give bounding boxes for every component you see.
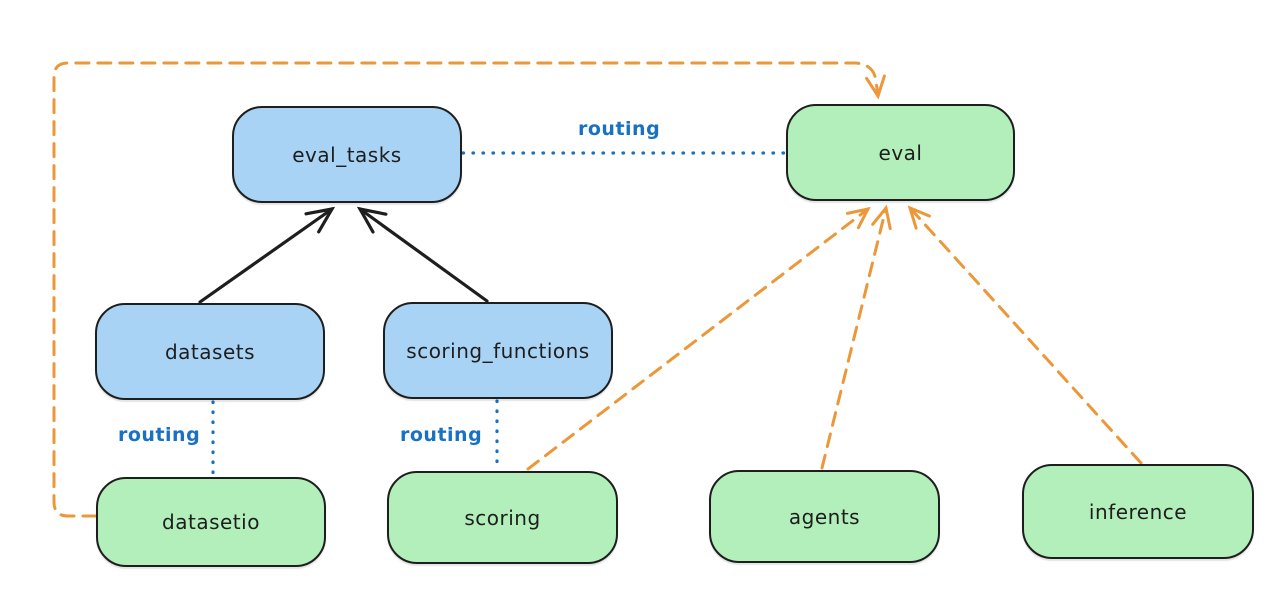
routing-label-datasets-datasetio: routing [118, 424, 201, 446]
node-eval-tasks-label: eval_tasks [292, 142, 402, 167]
node-scoring: scoring [387, 471, 618, 564]
node-eval-tasks: eval_tasks [232, 106, 462, 203]
edge-inference-to-eval [907, 205, 1143, 465]
node-inference-label: inference [1088, 499, 1188, 524]
node-datasets: datasets [95, 303, 325, 400]
node-inference: inference [1022, 464, 1254, 559]
node-eval-label: eval [878, 140, 923, 165]
node-scoring-label: scoring [464, 505, 541, 530]
node-scoring-functions-label: scoring_functions [406, 338, 590, 363]
node-agents: agents [709, 470, 940, 563]
routing-label-scoring-functions-scoring: routing [400, 424, 483, 446]
node-datasetio-label: datasetio [162, 510, 260, 534]
edge-scoring-functions-to-eval-tasks [356, 206, 489, 303]
node-eval: eval [786, 104, 1015, 201]
routing-label-eval-tasks-eval: routing [578, 118, 661, 140]
node-datasets-label: datasets [164, 339, 256, 364]
node-datasetio: datasetio [96, 477, 326, 567]
edge-agents-to-eval [820, 204, 892, 470]
node-agents-label: agents [788, 504, 861, 529]
edge-datasets-to-eval-tasks [198, 206, 336, 304]
node-scoring-functions: scoring_functions [383, 302, 613, 399]
edge-scoring-to-eval [526, 206, 871, 471]
edge-datasetio-to-eval [52, 61, 886, 518]
